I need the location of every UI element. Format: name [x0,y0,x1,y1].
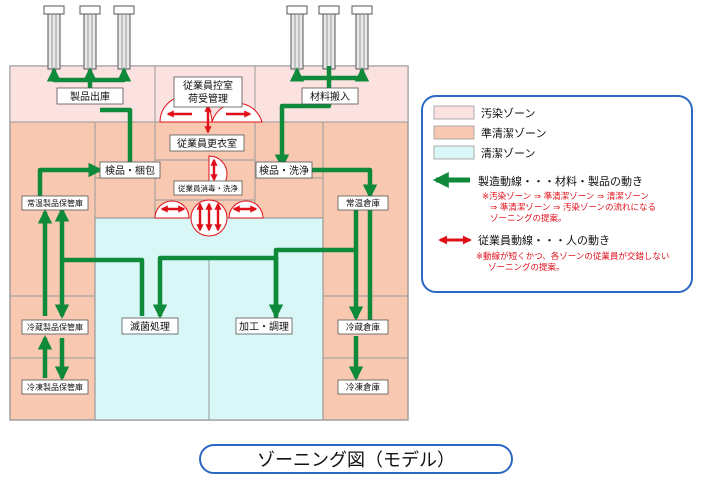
legend-contaminated-zone: 汚染ゾーン [481,106,535,120]
room-label-materials-in: 材料搬入 [310,90,350,103]
room-changing: 従業員更衣室 [169,134,245,152]
legend-product-note-3: ゾーニングの提案。 [490,213,567,224]
flow-process-to-steril [152,255,279,326]
legend-person-flow-label: 従業員動線・・・人の動き [478,233,610,247]
title-frame [199,444,513,474]
flow-steril-to-left [54,207,145,316]
legend-person-note-1: ※動線が短くかつ、各ゾーンの従業員が交錯しない [476,251,669,262]
room-labels: 製品出庫 従業員控室 荷受管理 材料搬入 従業員更衣室 検品・梱包 検品・洗浄 … [21,76,389,395]
room-label-chilled-product-storage: 冷蔵製品保管庫 [27,322,83,332]
room-control: 従業員控室 荷受管理 [173,76,243,108]
flow-left-to-pack [37,162,103,196]
room-label-ambient-warehouse: 常温倉庫 [346,198,381,209]
legend-swatch-clean [433,145,475,160]
room-label-inspect-pack: 検品・梱包 [105,164,155,177]
title-box: ゾーニング図（モデル） [199,444,513,474]
page-title: ゾーニング図（モデル） [257,450,455,471]
room-materials-in: 材料搬入 [301,87,359,105]
room-inspect-wash: 検品・洗浄 [255,161,313,179]
person-flow [160,104,258,232]
room-label-inspect-wash: 検品・洗浄 [259,164,309,177]
room-frozen-product-storage: 冷凍製品保管庫 [21,379,89,395]
room-frozen-warehouse: 冷凍倉庫 [337,379,389,395]
room-sterilization: 滅菌処理 [121,317,179,335]
room-label-processing: 加工・調理 [239,320,289,333]
dock-trucks-right [286,5,373,70]
legend-swatch-contaminated [433,105,475,120]
room-label-control-2: 荷受管理 [188,92,228,105]
room-inspect-pack: 検品・梱包 [99,161,161,179]
room-product-out: 製品出庫 [56,87,124,105]
legend-clean-zone: 清潔ゾーン [481,146,535,160]
room-disinfect: 従業員消毒・洗浄 [173,180,243,196]
flow-pack-to-out [100,107,133,164]
room-chilled-warehouse: 冷蔵倉庫 [337,319,389,335]
legend-person-note-2: ゾーニングの提案。 [488,262,565,273]
room-processing: 加工・調理 [235,317,293,335]
legend-swatch-semiclean [433,125,475,140]
room-label-sterilization: 滅菌処理 [130,320,170,333]
legend-semiclean-zone: 準清潔ゾーン [481,126,546,140]
truck-icon [286,5,308,70]
dock-trucks-left [43,5,135,70]
room-label-changing: 従業員更衣室 [177,137,237,150]
legend-frame [421,95,693,293]
truck-icon [351,5,373,70]
room-label-control-1: 従業員控室 [183,79,233,92]
truck-icon [113,5,135,70]
product-flow [37,66,378,381]
flow-wash-to-ambient [312,167,378,199]
legend: 汚染ゾーン 準清潔ゾーン 清潔ゾーン 製造動線・・・材料・製品の動き ※汚染ゾー… [421,95,693,293]
room-ambient-warehouse: 常温倉庫 [337,195,389,211]
truck-icon [79,5,101,70]
legend-product-note-2: ⇒ 準清潔ゾーン ⇒ 汚染ゾーンの流れになる [490,202,656,213]
legend-product-note-1: ※汚染ゾーン ⇒ 準清潔ゾーン ⇒ 清潔ゾーン [482,191,649,202]
legend-product-flow-label: 製造動線・・・材料・製品の動き [478,174,643,188]
room-label-frozen-product-storage: 冷凍製品保管庫 [27,382,83,392]
flow-out-to-trucks-lr [46,67,132,83]
room-label-ambient-product-storage: 常温製品保管庫 [27,198,83,208]
truck-icon [43,5,65,70]
room-label-frozen-warehouse: 冷凍倉庫 [346,382,381,393]
room-label-disinfect: 従業員消毒・洗浄 [178,183,238,193]
room-chilled-product-storage: 冷蔵製品保管庫 [21,319,89,335]
truck-icon [318,5,340,70]
room-label-product-out: 製品出庫 [70,90,110,103]
room-label-chilled-warehouse: 冷蔵倉庫 [346,322,381,333]
room-ambient-product-storage: 常温製品保管庫 [21,195,89,211]
